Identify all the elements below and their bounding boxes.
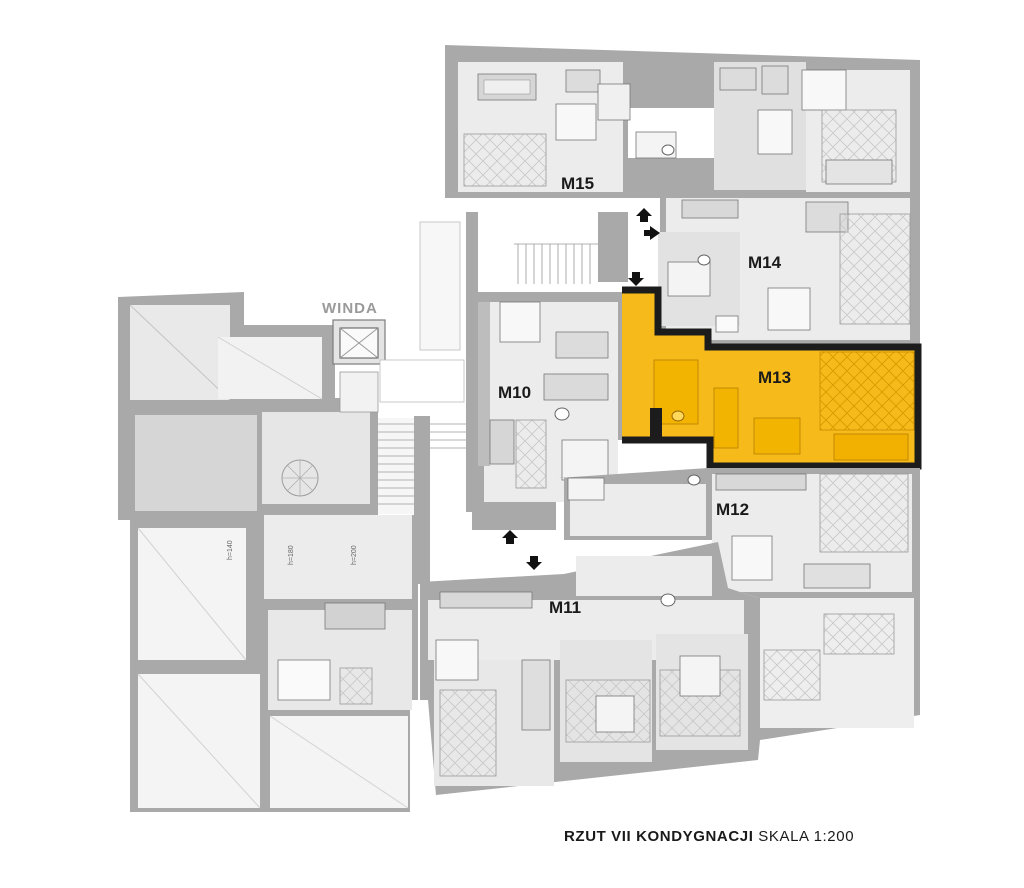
plan-scale: SKALA 1:200: [758, 828, 855, 845]
elevator: WINDA: [322, 300, 386, 413]
m13-unit[interactable]: [622, 286, 922, 470]
m10-block: [472, 292, 628, 530]
unit-label-m12[interactable]: M12: [716, 500, 749, 519]
elevator-label: WINDA: [322, 300, 378, 317]
dimension-note-3: h=200: [351, 545, 358, 565]
unit-labels: M10 M11 M12 M13 M14 M15: [498, 174, 791, 617]
dimension-note-1: h=140: [227, 540, 234, 560]
dimension-note-2: h=180: [288, 545, 295, 565]
m12-block: [558, 468, 920, 598]
entrance-arrows: [502, 208, 660, 570]
plan-title: RZUT VII KONDYGNACJI SKALA 1:200: [564, 828, 854, 845]
left-wing: h=140 h=180 h=200: [118, 292, 418, 812]
unit-label-m10[interactable]: M10: [498, 383, 531, 402]
unit-label-m15[interactable]: M15: [561, 174, 594, 193]
unit-label-m11[interactable]: M11: [549, 598, 581, 617]
plan-title-main: RZUT VII KONDYGNACJI: [564, 828, 754, 845]
upper-block: [445, 45, 920, 345]
m11-block: [420, 542, 920, 795]
unit-label-m14[interactable]: M14: [748, 253, 782, 272]
unit-label-m13[interactable]: M13: [758, 368, 791, 387]
